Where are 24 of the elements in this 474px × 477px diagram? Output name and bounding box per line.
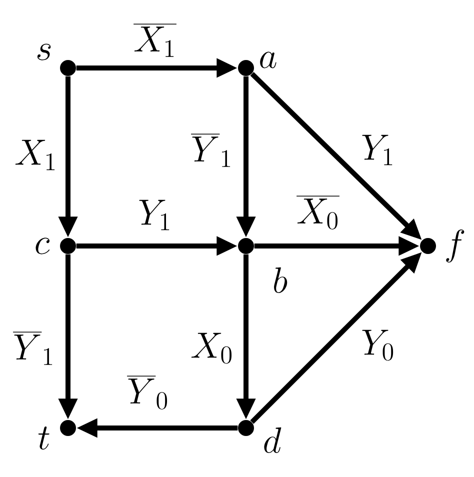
vertex-label: $b$ <box>274 267 288 293</box>
vertex-dot <box>238 238 254 254</box>
vertex-label: $d$ <box>264 427 282 453</box>
edge-label: $\overline{X_1}$ <box>134 24 176 57</box>
vertex-dot <box>60 420 76 436</box>
edge-label: $Y_1$ <box>362 134 392 166</box>
edge-label: $X_1$ <box>15 140 55 170</box>
vertex-label: $t$ <box>38 426 50 450</box>
vertex-dot <box>60 60 76 76</box>
edge-label: $\overline{Y}_1$ <box>191 134 230 167</box>
edge-label: $X_0$ <box>191 332 232 364</box>
vertex-label: $c$ <box>36 238 50 254</box>
edge-label: $\overline{Y}_1$ <box>13 332 52 365</box>
vertex-dot <box>238 60 254 76</box>
edge-label: $\overline{Y}_0$ <box>127 376 168 410</box>
edge-label: $Y_0$ <box>362 330 394 361</box>
vertex-label: $s$ <box>37 44 51 60</box>
vertex-label: $f$ <box>446 229 464 263</box>
edge-label: $Y_1$ <box>139 200 170 230</box>
edge-label: $\overline{X_0}$ <box>296 196 340 230</box>
vertex-dot <box>420 238 436 254</box>
vertex-label: $a$ <box>260 52 276 68</box>
vertex-dot <box>60 238 76 254</box>
vertex-dot <box>238 420 254 436</box>
